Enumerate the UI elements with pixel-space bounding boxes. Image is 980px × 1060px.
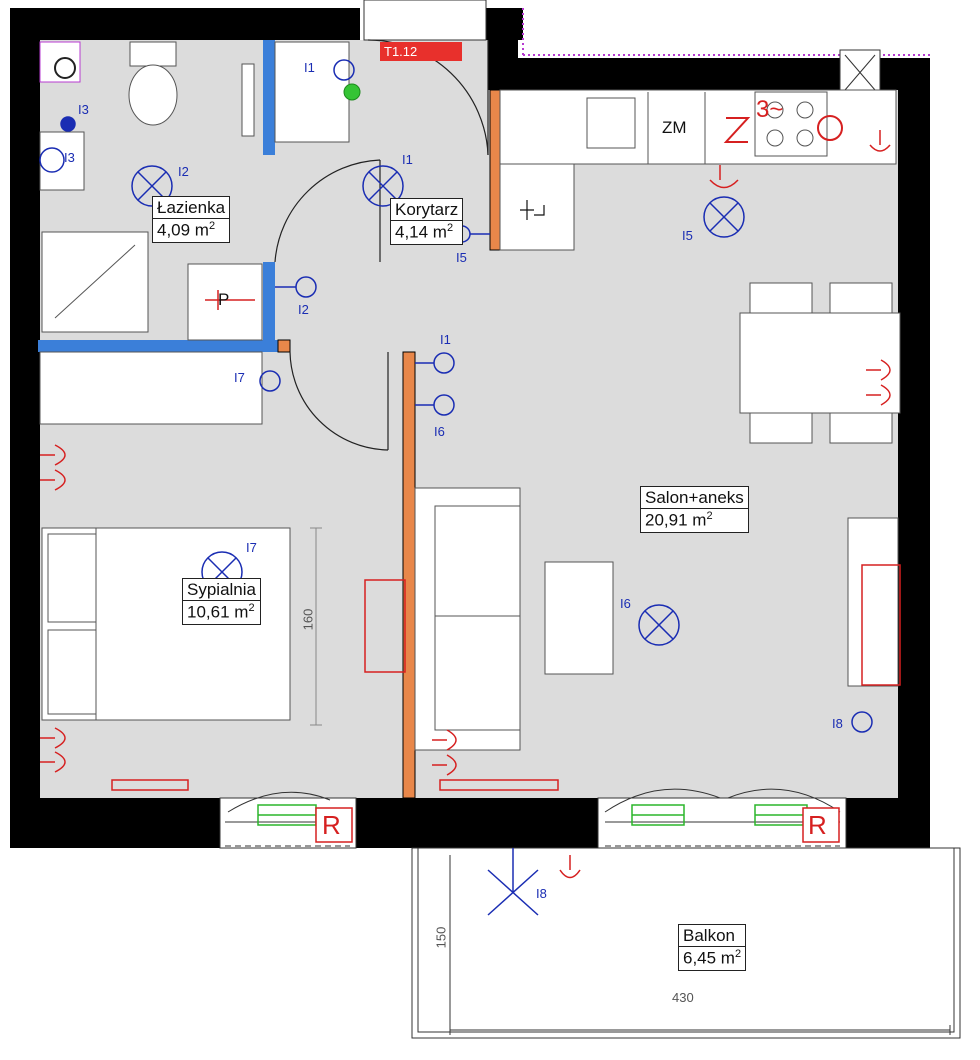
boiler-icon — [39, 41, 81, 83]
room-area: 20,91 m2 — [645, 509, 713, 530]
wet-point-icon — [343, 83, 361, 101]
light-icon-i5 — [703, 196, 745, 238]
bathroom-walls — [38, 40, 278, 352]
dining-set — [739, 282, 901, 444]
radiator-label-salon: R — [808, 810, 827, 840]
telecom-icon — [520, 200, 545, 220]
tag-i3-b: I3 — [64, 150, 75, 165]
tag-i7-switch: I7 — [234, 370, 245, 385]
bed-length-dimension: 160 — [300, 608, 316, 631]
bathroom-fixtures — [39, 41, 350, 341]
switches — [39, 59, 873, 733]
room-label-korytarz: Korytarz 4,14 m2 — [390, 198, 464, 245]
room-label-lazienka: Łazienka 4,09 m2 — [152, 196, 231, 243]
tag-i2-lamp: I2 — [178, 164, 189, 179]
living-furniture — [414, 487, 899, 751]
tag-i1-top: I1 — [304, 60, 315, 75]
washer-label: P — [218, 290, 230, 309]
tag-i6-lamp: I6 — [620, 596, 631, 611]
light-icon-i6 — [638, 604, 680, 646]
light-icon-i8 — [487, 848, 539, 916]
room-area: 10,61 m2 — [187, 601, 255, 622]
tag-i2-switch: I2 — [298, 302, 309, 317]
balcony-depth-dimension: 150 — [433, 926, 449, 949]
balcony-width-dimension: 430 — [672, 990, 694, 1005]
tag-i8-switch: I8 — [832, 716, 843, 731]
radiator-label-bedroom: R — [322, 810, 341, 840]
kitchen-counter — [499, 89, 897, 251]
tag-i7-lamp: I7 — [246, 540, 257, 555]
tag-i1-switch: I1 — [440, 332, 451, 347]
room-area: 6,45 m2 — [683, 947, 742, 968]
room-name: Salon+aneks — [641, 487, 748, 509]
fridge-label: ZM — [662, 118, 687, 137]
tag-i5-lamp: I5 — [682, 228, 693, 243]
room-label-balkon: Balkon 6,45 m2 — [678, 924, 747, 971]
outer-walls — [10, 8, 930, 848]
room-area: 4,09 m2 — [157, 219, 216, 240]
room-name: Korytarz — [391, 199, 463, 221]
room-name: Balkon — [679, 925, 746, 947]
room-name: Sypialnia — [183, 579, 260, 601]
room-label-salon: Salon+aneks 20,91 m2 — [640, 486, 749, 533]
room-name: Łazienka — [153, 197, 230, 219]
unit-code-badge: T1.12 — [380, 42, 462, 61]
hob-label: 3~ — [756, 96, 784, 123]
doors — [274, 39, 489, 451]
light-icon-i1 — [362, 165, 404, 207]
radiator-boxes — [315, 807, 840, 843]
hood-symbol — [723, 115, 843, 143]
tag-i3-a: I3 — [78, 102, 89, 117]
room-area: 4,14 m2 — [395, 221, 454, 242]
tag-i5-switch: I5 — [456, 250, 467, 265]
tag-i1-korytarz: I1 — [402, 152, 413, 167]
tag-i6-switch: I6 — [434, 424, 445, 439]
tag-i8-balcony: I8 — [536, 886, 547, 901]
room-label-sypialnia: Sypialnia 10,61 m2 — [182, 578, 261, 625]
sockets — [40, 130, 901, 879]
